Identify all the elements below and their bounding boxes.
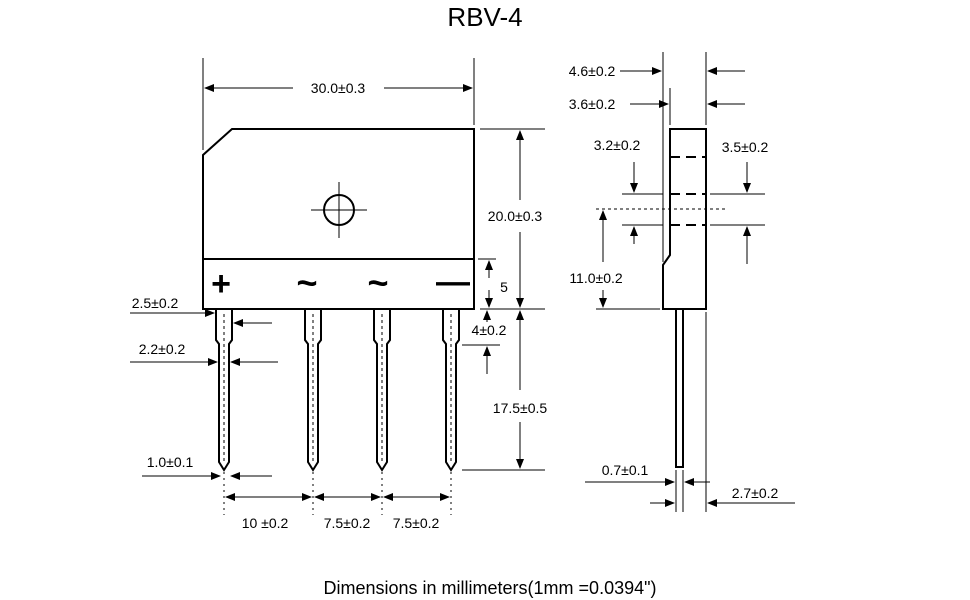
units-footnote: Dimensions in millimeters(1mm =0.0394"): [324, 578, 657, 598]
side-body: [662, 128, 707, 310]
dim-hole-offset-left: 3.2±0.2: [594, 137, 641, 153]
dim-lead-length: 17.5±0.5: [493, 400, 548, 416]
mounting-hole: [311, 182, 367, 238]
dim-side-lead-thickness: 0.7±0.1: [602, 462, 649, 478]
front-view: + ~ ~ — 30.0±0.3 20.0±0.3: [130, 58, 547, 531]
lead-2: [304, 309, 322, 472]
dim-side-thickness-total: 4.6±0.2: [569, 63, 616, 79]
terminal-minus: —: [436, 263, 470, 301]
dim-lead-width-top: 2.5±0.2: [132, 295, 179, 311]
diagram-title: RBV-4: [447, 2, 522, 32]
terminal-ac2: ~: [367, 262, 388, 303]
dim-lead-spacing-3: 7.5±0.2: [393, 515, 440, 531]
terminal-plus: +: [211, 265, 231, 303]
terminal-ac1: ~: [296, 262, 317, 303]
dim-lead-width-tip: 1.0±0.1: [147, 454, 194, 470]
dim-marking-band: 5: [500, 279, 508, 295]
dim-lead-shoulder: 4±0.2: [472, 322, 507, 338]
dim-height: 20.0±0.3: [488, 208, 543, 224]
dim-width: 30.0±0.3: [311, 80, 366, 96]
lead-3: [373, 309, 391, 472]
dim-lead-width-mid: 2.2±0.2: [139, 341, 186, 357]
dim-lead-spacing-2: 7.5±0.2: [324, 515, 371, 531]
dim-hole-height: 11.0±0.2: [569, 270, 623, 286]
dim-lead-spacing-1: 10 ±0.2: [242, 515, 289, 531]
dim-side-lead-offset: 2.7±0.2: [732, 485, 779, 501]
package-body: [202, 128, 475, 310]
dim-hole-offset-right: 3.5±0.2: [722, 139, 769, 155]
lead-4: [442, 309, 460, 472]
dim-side-thickness-body: 3.6±0.2: [569, 96, 616, 112]
side-lead: [675, 308, 684, 468]
side-view: 4.6±0.2 3.6±0.2 3.2±0.2 3.5±0.2 11.0±0.2…: [569, 52, 795, 512]
lead-1: [215, 309, 233, 472]
